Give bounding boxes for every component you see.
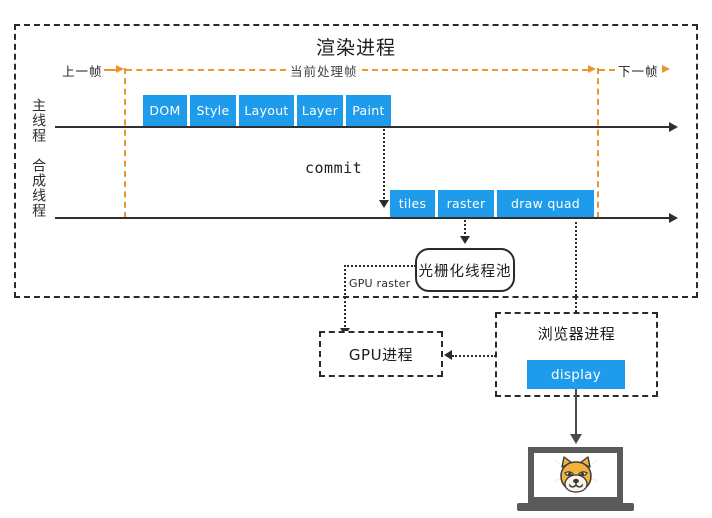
current-frame-label: 当前处理帧 [288,61,360,80]
raster-to-pool-arrow-icon [460,236,470,244]
display-to-device-arrow-icon [570,434,582,444]
stage-layout[interactable]: Layout [239,95,294,126]
frame-boundary-left [124,68,126,218]
compositor-thread-axis [55,217,669,219]
gpu-raster-label: GPU raster [347,277,413,290]
draw-quad-to-browser-line [575,217,577,332]
current-frame-dash-right [362,69,588,71]
renderer-process-frame [14,24,698,298]
raster-to-pool-line [464,217,466,238]
previous-frame-label: 上一帧 [60,61,105,80]
rasterization-thread-pool-box: 光栅化线程池 [415,248,515,292]
gpu-raster-horizontal-line [344,265,416,267]
browser-process-label: 浏览器进程 [537,325,616,343]
next-frame-arrow-icon [662,65,670,73]
current-frame-arrow-icon [588,65,596,73]
previous-frame-dash [104,69,116,71]
commit-arrow-icon [379,200,389,208]
renderer-process-title: 渲染进程 [315,37,396,59]
commit-label: commit [305,159,363,177]
display-to-device-line [575,389,577,437]
stage-tiles[interactable]: tiles [390,190,435,217]
gpu-process-box [319,331,443,377]
next-frame-label: 下一帧 [616,61,661,80]
browser-to-gpu-arrow-icon [444,350,452,360]
display-block[interactable]: display [527,360,625,389]
stage-paint[interactable]: Paint [346,95,391,126]
gpu-process-label: GPU进程 [348,346,414,364]
browser-to-gpu-line [452,355,496,357]
compositor-thread-axis-arrow-icon [669,213,678,223]
stage-draw-quad[interactable]: draw quad [497,190,594,217]
main-thread-axis-arrow-icon [669,122,678,132]
main-thread-stage-row: DOM Style Layout Layer Paint [143,95,391,126]
main-thread-axis [55,126,669,128]
frame-boundary-right [597,68,599,218]
previous-frame-arrow-icon [116,65,124,73]
doge-face-icon [554,456,597,495]
compositor-thread-label: 合成线程 [30,158,47,218]
laptop-base-icon [517,503,634,511]
rasterization-thread-pool-label: 光栅化线程池 [418,263,512,280]
laptop-screen-icon [528,447,623,503]
main-thread-label: 主线程 [30,98,47,143]
current-frame-dash-left [126,69,286,71]
commit-connector-line [383,126,385,202]
stage-layer[interactable]: Layer [297,95,343,126]
stage-raster[interactable]: raster [438,190,494,217]
gpu-raster-vertical-line [344,265,346,331]
compositor-stage-row: tiles raster draw quad [390,190,594,217]
stage-style[interactable]: Style [190,95,236,126]
next-frame-dash [599,69,615,71]
stage-dom[interactable]: DOM [143,95,187,126]
